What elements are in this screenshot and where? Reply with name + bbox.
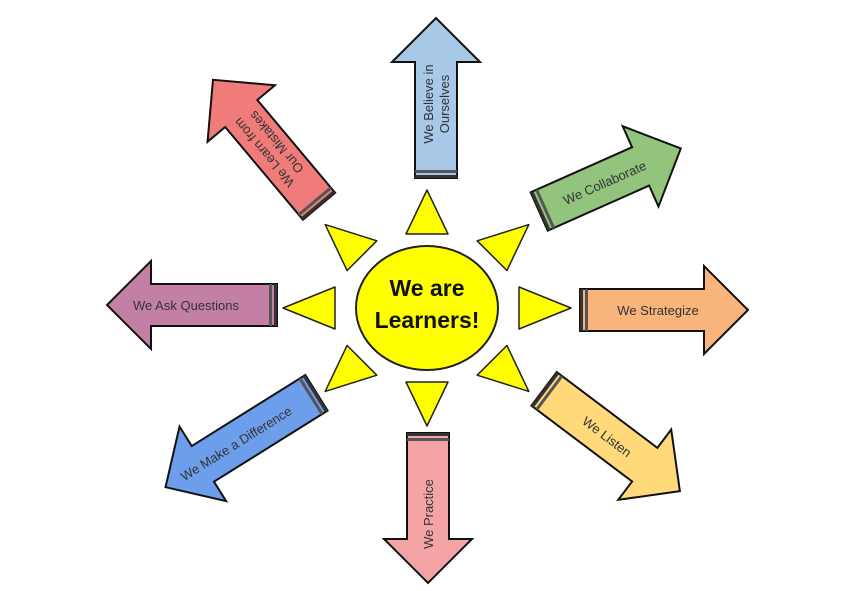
sun-ellipse [355, 245, 499, 371]
arrow-stripe [415, 175, 457, 178]
arrow-stripe [298, 377, 324, 415]
arrow-label-line: We Strategize [617, 303, 698, 318]
arrow-stripe [531, 372, 560, 408]
arrow-label: We Ask Questions [133, 298, 239, 313]
arrow-shape [164, 373, 329, 503]
arrow-shape [529, 124, 683, 233]
sun-center: We are Learners! [355, 245, 499, 371]
arrow-listen: We Listen [530, 370, 682, 502]
arrow-ask: We Ask Questions [105, 258, 278, 352]
arrow-practice: We Practice [381, 432, 475, 585]
arrow-label-line: We Practice [421, 479, 436, 549]
sun-ray [518, 286, 572, 330]
arrow-label: We Practice [421, 479, 436, 549]
arrow-shape [579, 263, 750, 357]
arrow-stripe [415, 170, 457, 173]
arrow-shape [105, 258, 278, 352]
sun-ray [476, 344, 530, 393]
arrow-stripe [269, 284, 272, 326]
arrow-label-line: Ourselves [437, 74, 452, 133]
arrow-stripe [585, 289, 588, 331]
arrow-stripe [302, 375, 328, 413]
sun-ray [405, 189, 449, 235]
arrow-stripe [535, 375, 564, 411]
arrow-stripe [407, 433, 449, 436]
sun-ray [324, 344, 378, 393]
arrow-shape [206, 78, 337, 222]
sun-ray [282, 286, 336, 330]
arrow-label: We Strategize [617, 303, 698, 318]
sun-ray [405, 381, 449, 427]
sun-ray [324, 223, 378, 272]
arrow-stripe [297, 186, 332, 216]
arrow-stripe [274, 284, 277, 326]
arrow-collaborate: We Collaborate [529, 124, 683, 233]
sun-ray [476, 223, 530, 272]
arrow-difference: We Make a Difference [164, 373, 329, 503]
arrow-stripe [535, 189, 556, 229]
arrow-shape [389, 16, 483, 179]
arrow-stripe [407, 438, 449, 441]
sun-rays [282, 189, 572, 427]
arrow-stripe [530, 191, 551, 231]
arrow-shape [530, 370, 682, 502]
arrow-label-line: We Believe in [421, 64, 436, 143]
center-line-2: Learners! [375, 307, 480, 333]
arrow-label-line: We Ask Questions [133, 298, 239, 313]
center-line-1: We are [389, 275, 464, 301]
arrow-shape [381, 432, 475, 585]
arrow-stripe [580, 289, 583, 331]
arrow-strategize: We Strategize [579, 263, 750, 357]
arrow-stripe [301, 190, 336, 220]
